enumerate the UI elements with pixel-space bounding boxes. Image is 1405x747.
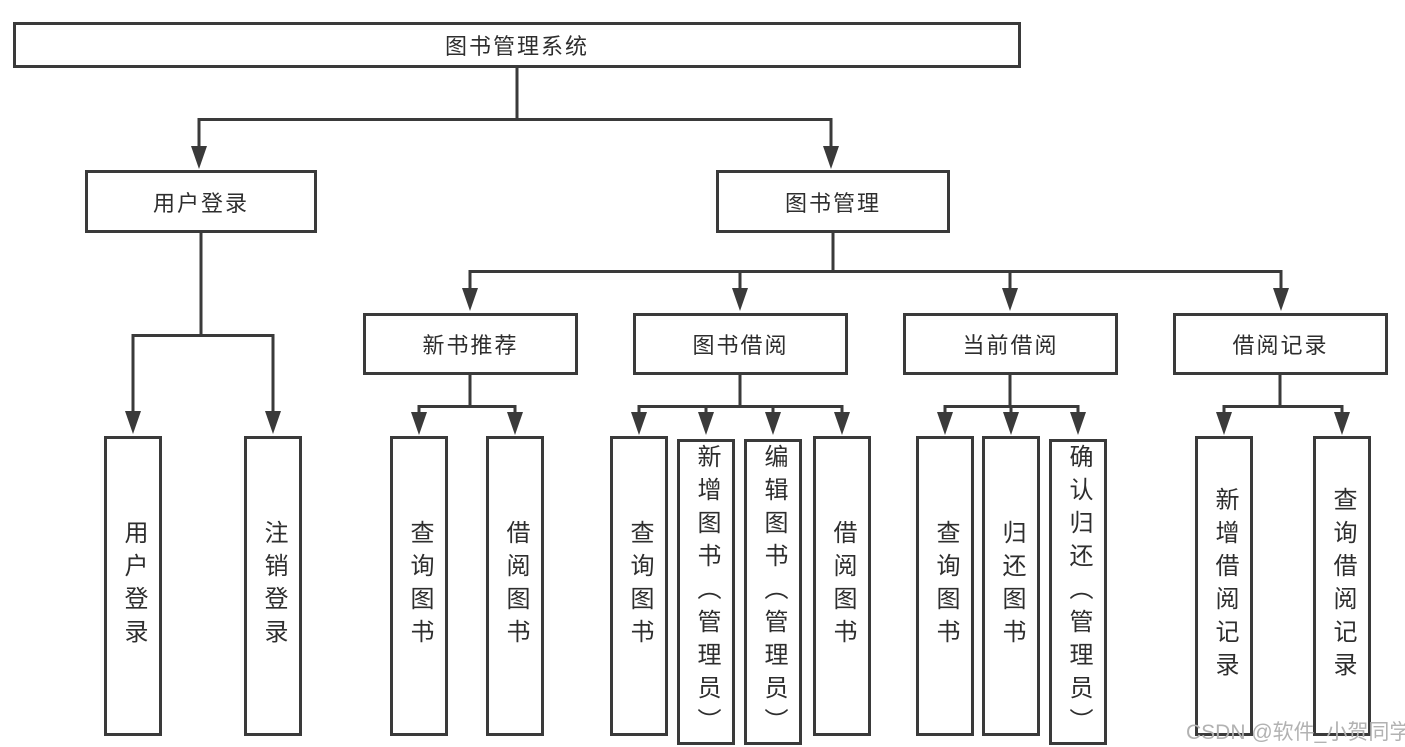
node-library-management-system: 图书管理系统 xyxy=(13,22,1021,68)
connector-l3a xyxy=(417,375,517,418)
connector-login xyxy=(131,233,275,416)
leaf-label: 查询图书 xyxy=(932,520,959,652)
leaf-borrow-book-recommend: 借阅图书 xyxy=(486,436,544,736)
leaf-borrow-book: 借阅图书 xyxy=(813,436,871,736)
node-label: 用户登录 xyxy=(152,190,249,216)
node-label: 当前借阅 xyxy=(962,333,1059,358)
connector-l3b xyxy=(637,375,844,418)
leaf-label: 注销登录 xyxy=(260,520,287,652)
node-book-management: 图书管理 xyxy=(716,170,950,233)
leaf-label: 查询图书 xyxy=(626,520,653,652)
leaf-add-borrow-record: 新增借阅记录 xyxy=(1195,436,1253,736)
node-label: 图书借阅 xyxy=(692,333,789,358)
node-new-book-recommendation: 新书推荐 xyxy=(363,313,578,375)
node-current-borrowing: 当前借阅 xyxy=(903,313,1118,375)
leaf-label: 查询图书 xyxy=(406,520,433,652)
leaf-label: 归还图书 xyxy=(998,520,1025,652)
leaf-label: 编辑图书（管理员） xyxy=(760,443,787,741)
leaf-label: 确认归还（管理员） xyxy=(1065,443,1092,741)
connector-mgmt xyxy=(468,233,1283,293)
leaf-query-book-recommend: 查询图书 xyxy=(390,436,448,736)
connector-l3c xyxy=(943,375,1080,418)
leaf-label: 借阅图书 xyxy=(829,520,856,652)
csdn-watermark: CSDN @软件_小贺同学 xyxy=(1186,721,1405,744)
leaf-logout: 注销登录 xyxy=(244,436,302,736)
leaf-edit-book-admin: 编辑图书（管理员） xyxy=(744,439,802,745)
node-label: 新书推荐 xyxy=(422,333,519,358)
node-label: 图书管理系统 xyxy=(444,34,589,59)
node-borrowing-records: 借阅记录 xyxy=(1173,313,1388,375)
leaf-label: 借阅图书 xyxy=(502,520,529,652)
node-user-login: 用户登录 xyxy=(85,170,317,233)
node-label: 借阅记录 xyxy=(1232,333,1329,358)
leaf-add-book-admin: 新增图书（管理员） xyxy=(677,439,735,745)
node-book-borrowing: 图书借阅 xyxy=(633,313,848,375)
leaf-query-book-borrow: 查询图书 xyxy=(610,436,668,736)
leaf-user-login: 用户登录 xyxy=(104,436,162,736)
leaf-query-book-current: 查询图书 xyxy=(916,436,974,736)
leaf-label: 新增图书（管理员） xyxy=(693,443,720,741)
connector-l3d xyxy=(1222,375,1344,418)
leaf-label: 用户登录 xyxy=(120,520,147,652)
leaf-label: 新增借阅记录 xyxy=(1211,487,1238,685)
connector-root xyxy=(197,68,833,150)
leaf-return-book: 归还图书 xyxy=(982,436,1040,736)
node-label: 图书管理 xyxy=(784,190,881,216)
leaf-query-borrow-record: 查询借阅记录 xyxy=(1313,436,1371,736)
leaf-confirm-return-admin: 确认归还（管理员） xyxy=(1049,439,1107,745)
leaf-label: 查询借阅记录 xyxy=(1329,487,1356,685)
